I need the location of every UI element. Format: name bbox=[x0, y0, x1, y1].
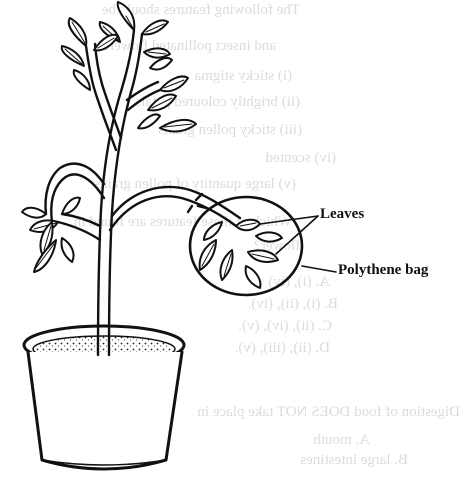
flower-pot bbox=[24, 326, 184, 469]
polythene-bag-label: Polythene bag bbox=[338, 262, 428, 279]
leaves-label: Leaves bbox=[320, 206, 364, 223]
plant-stem bbox=[46, 30, 240, 355]
bagged-leaves bbox=[200, 220, 282, 288]
